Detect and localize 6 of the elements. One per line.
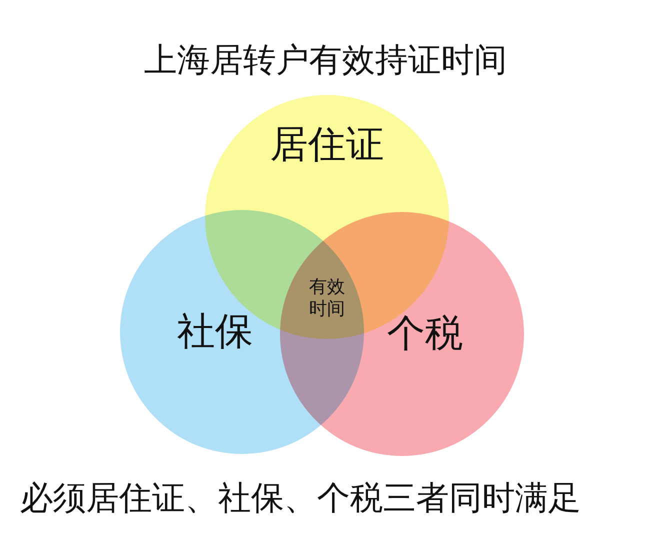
circle-label: 个税: [387, 313, 463, 355]
diagram-title: 上海居转户有效持证时间: [143, 40, 508, 80]
circle-label: 社保: [177, 311, 253, 353]
intersection-label: 有效时间: [309, 276, 345, 320]
caption: 必须居住证、社保、个税三者同时满足: [20, 478, 581, 518]
circle-label: 居住证: [270, 124, 384, 166]
